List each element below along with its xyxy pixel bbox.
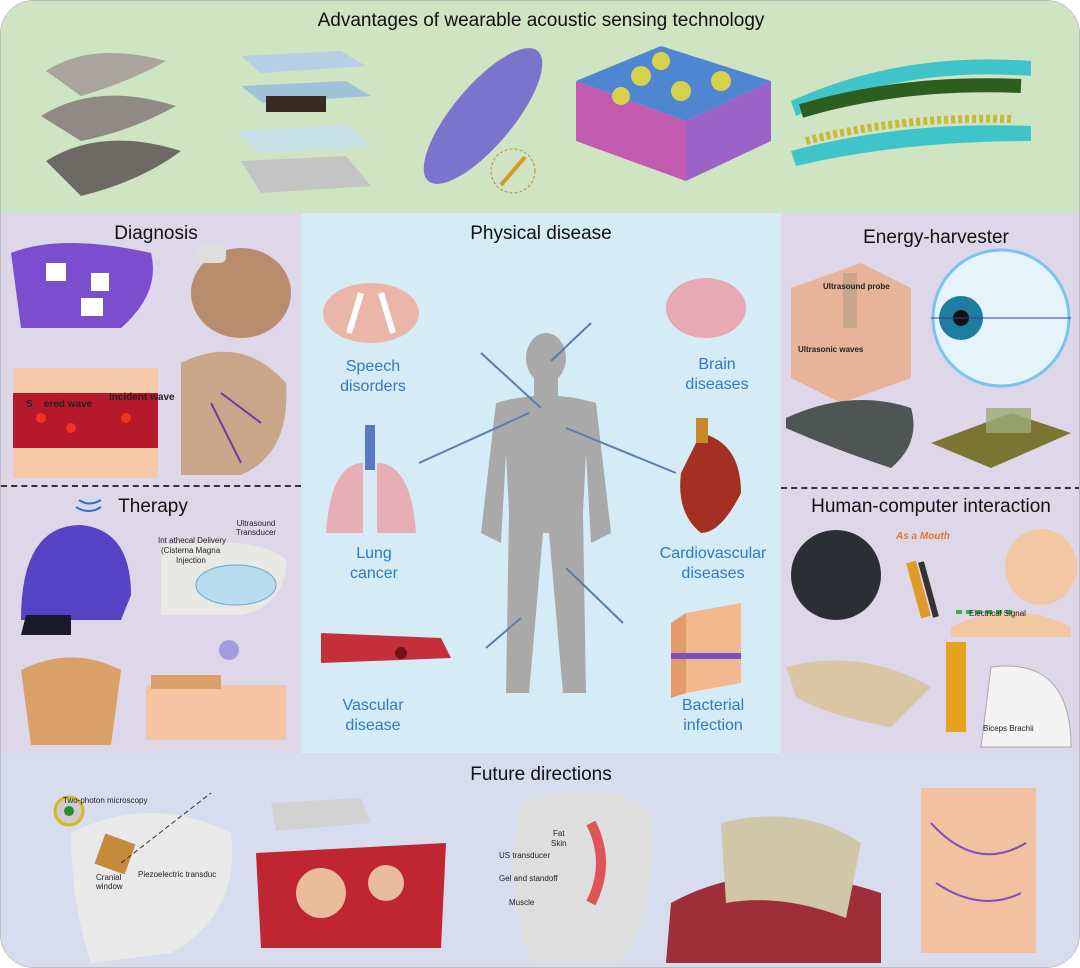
delivery-label: Int athecal Delivery bbox=[158, 536, 227, 545]
advantages-title: Advantages of wearable acoustic sensing … bbox=[317, 10, 765, 31]
transducer-array bbox=[271, 798, 371, 831]
hci-title: Human-computer interaction bbox=[811, 496, 1051, 517]
skin-layers-icon bbox=[671, 603, 741, 698]
tissue-block bbox=[791, 263, 911, 403]
skin-model bbox=[146, 685, 286, 740]
energy-harvester-title: Energy-harvester bbox=[863, 227, 1009, 248]
skin-patch bbox=[191, 248, 291, 338]
head-vessel-model bbox=[181, 351, 287, 475]
delivery-label: (Cisterna Magna bbox=[161, 546, 221, 555]
future-directions-title: Future directions bbox=[470, 764, 612, 785]
exploded-device-layers bbox=[236, 51, 373, 193]
circuit-board bbox=[931, 413, 1071, 468]
delivery-label: Injection bbox=[176, 556, 206, 565]
sheep-model bbox=[513, 790, 653, 963]
lungs-icon bbox=[326, 425, 416, 533]
nanofiber-composite bbox=[791, 59, 1031, 166]
future-illustrations bbox=[53, 788, 1036, 963]
hci-illustrations bbox=[786, 529, 1077, 748]
diagnosis-title: Diagnosis bbox=[114, 223, 198, 244]
vocal-cords-icon bbox=[323, 283, 419, 343]
biceps-brachii-label: Biceps Brachii bbox=[983, 724, 1034, 733]
blood-vessel bbox=[256, 843, 446, 948]
fat-label: Fat bbox=[553, 829, 565, 838]
skin-block bbox=[921, 788, 1036, 953]
therapy-illustrations bbox=[21, 499, 286, 745]
electrical-signal-label: Electrical Signal bbox=[969, 609, 1026, 618]
incident-wave-label: Incident wave bbox=[109, 392, 175, 403]
head-silhouette bbox=[21, 525, 131, 620]
ultrasonic-waves-label: Ultrasonic waves bbox=[798, 345, 864, 354]
body-illustration bbox=[321, 278, 746, 698]
two-photon-label: Two-photon microscopy bbox=[63, 796, 148, 805]
human-silhouette bbox=[481, 333, 611, 693]
us-transducer-label: US transducer bbox=[499, 851, 551, 860]
connector-lines bbox=[418, 322, 677, 649]
flexible-array bbox=[721, 816, 861, 918]
person-outline bbox=[980, 665, 1072, 748]
divider bbox=[781, 487, 1079, 489]
muscle-label: Muscle bbox=[509, 898, 535, 907]
microstructure-array bbox=[576, 46, 771, 181]
ultrasound-probe-label: Ultrasound probe bbox=[823, 282, 890, 291]
as-a-mouth-label: As a Mouth bbox=[896, 531, 950, 542]
face-mask bbox=[21, 657, 121, 745]
sensor-illustrations bbox=[41, 46, 1031, 196]
exoskeleton-arm bbox=[946, 642, 966, 732]
robot-head bbox=[791, 530, 881, 620]
scattered-wave-label: S ered wave bbox=[26, 399, 93, 410]
robotic-hand bbox=[786, 660, 931, 727]
physical-disease-title: Physical disease bbox=[470, 223, 612, 244]
ultrasound-transducer-label: Ultrasound Transducer bbox=[235, 519, 277, 537]
advantages-panel bbox=[1, 1, 1079, 213]
membrane-disk bbox=[423, 48, 543, 194]
gel-label: Gel and standoff bbox=[499, 874, 558, 883]
stretchable-sensor-layers bbox=[41, 53, 181, 196]
diagnosis-illustrations bbox=[11, 243, 291, 478]
divider bbox=[1, 485, 301, 487]
human-head bbox=[1005, 529, 1077, 605]
piezo-label: Piezoelectric transduc bbox=[138, 870, 217, 879]
blood-vessel-icon bbox=[321, 633, 451, 663]
heart-icon bbox=[680, 418, 741, 533]
brain-icon bbox=[666, 278, 746, 338]
therapy-title: Therapy bbox=[118, 496, 188, 517]
flexible-harvester bbox=[786, 400, 914, 468]
skin-label: Skin bbox=[551, 839, 567, 848]
energy-harvester-illustrations bbox=[786, 248, 1071, 468]
